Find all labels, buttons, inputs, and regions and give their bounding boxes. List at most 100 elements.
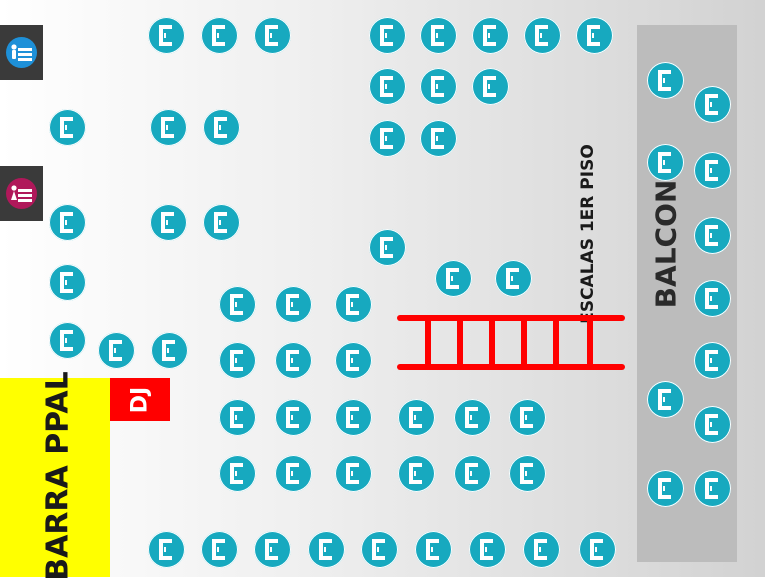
- table-seat[interactable]: [219, 399, 256, 436]
- table-c-icon: [520, 407, 533, 428]
- table-seat[interactable]: [219, 342, 256, 379]
- table-seat[interactable]: [647, 62, 684, 99]
- table-seat[interactable]: [647, 144, 684, 181]
- table-seat[interactable]: [694, 470, 731, 507]
- dj-booth: [110, 378, 170, 421]
- table-seat[interactable]: [49, 322, 86, 359]
- table-seat[interactable]: [694, 280, 731, 317]
- table-seat[interactable]: [203, 109, 240, 146]
- table-c-icon: [109, 340, 122, 361]
- table-c-icon: [286, 463, 299, 484]
- table-seat[interactable]: [472, 68, 509, 105]
- table-seat[interactable]: [694, 217, 731, 254]
- table-seat[interactable]: [694, 406, 731, 443]
- table-c-icon: [520, 463, 533, 484]
- table-c-icon: [431, 76, 444, 97]
- table-c-icon: [705, 478, 718, 499]
- table-seat[interactable]: [576, 17, 613, 54]
- table-seat[interactable]: [647, 470, 684, 507]
- table-c-icon: [372, 539, 385, 560]
- table-seat[interactable]: [694, 86, 731, 123]
- table-c-icon: [60, 272, 73, 293]
- table-c-icon: [212, 539, 225, 560]
- table-seat[interactable]: [369, 68, 406, 105]
- table-seat[interactable]: [148, 17, 185, 54]
- table-c-icon: [535, 25, 548, 46]
- table-seat[interactable]: [219, 286, 256, 323]
- table-c-icon: [60, 212, 73, 233]
- restroom-men[interactable]: [0, 25, 43, 80]
- table-c-icon: [534, 539, 547, 560]
- table-seat[interactable]: [524, 17, 561, 54]
- table-c-icon: [587, 25, 600, 46]
- table-c-icon: [431, 128, 444, 149]
- table-seat[interactable]: [203, 204, 240, 241]
- table-seat[interactable]: [495, 260, 532, 297]
- table-seat[interactable]: [509, 399, 546, 436]
- table-c-icon: [230, 350, 243, 371]
- table-seat[interactable]: [694, 152, 731, 189]
- table-seat[interactable]: [398, 399, 435, 436]
- table-c-icon: [214, 117, 227, 138]
- table-seat[interactable]: [308, 531, 345, 568]
- table-c-icon: [265, 539, 278, 560]
- table-c-icon: [380, 76, 393, 97]
- table-seat[interactable]: [275, 342, 312, 379]
- table-seat[interactable]: [469, 531, 506, 568]
- table-seat[interactable]: [523, 531, 560, 568]
- table-c-icon: [480, 539, 493, 560]
- table-seat[interactable]: [454, 455, 491, 492]
- table-seat[interactable]: [472, 17, 509, 54]
- table-c-icon: [286, 294, 299, 315]
- table-seat[interactable]: [579, 531, 616, 568]
- table-seat[interactable]: [49, 204, 86, 241]
- table-seat[interactable]: [254, 531, 291, 568]
- table-seat[interactable]: [420, 120, 457, 157]
- table-seat[interactable]: [335, 399, 372, 436]
- table-seat[interactable]: [369, 17, 406, 54]
- table-seat[interactable]: [369, 229, 406, 266]
- table-seat[interactable]: [335, 342, 372, 379]
- table-seat[interactable]: [151, 332, 188, 369]
- table-seat[interactable]: [454, 399, 491, 436]
- table-seat[interactable]: [275, 286, 312, 323]
- table-seat[interactable]: [201, 531, 238, 568]
- table-seat[interactable]: [98, 332, 135, 369]
- table-seat[interactable]: [49, 264, 86, 301]
- table-seat[interactable]: [275, 399, 312, 436]
- table-c-icon: [230, 407, 243, 428]
- table-seat[interactable]: [49, 109, 86, 146]
- table-seat[interactable]: [219, 455, 256, 492]
- table-seat[interactable]: [420, 17, 457, 54]
- table-seat[interactable]: [647, 381, 684, 418]
- table-seat[interactable]: [694, 342, 731, 379]
- table-c-icon: [426, 539, 439, 560]
- table-c-icon: [159, 25, 172, 46]
- table-c-icon: [346, 294, 359, 315]
- table-seat[interactable]: [415, 531, 452, 568]
- table-seat[interactable]: [335, 455, 372, 492]
- table-seat[interactable]: [398, 455, 435, 492]
- table-seat[interactable]: [361, 531, 398, 568]
- restroom-women[interactable]: [0, 166, 43, 221]
- table-seat[interactable]: [335, 286, 372, 323]
- table-seat[interactable]: [254, 17, 291, 54]
- table-c-icon: [161, 212, 174, 233]
- table-c-icon: [346, 407, 359, 428]
- table-c-icon: [431, 25, 444, 46]
- table-c-icon: [162, 340, 175, 361]
- table-seat[interactable]: [509, 455, 546, 492]
- table-seat[interactable]: [275, 455, 312, 492]
- table-seat[interactable]: [148, 531, 185, 568]
- table-seat[interactable]: [420, 68, 457, 105]
- table-seat[interactable]: [435, 260, 472, 297]
- table-c-icon: [380, 128, 393, 149]
- table-c-icon: [319, 539, 332, 560]
- table-c-icon: [483, 76, 496, 97]
- table-c-icon: [483, 25, 496, 46]
- table-seat[interactable]: [201, 17, 238, 54]
- table-seat[interactable]: [369, 120, 406, 157]
- table-c-icon: [212, 25, 225, 46]
- table-seat[interactable]: [150, 109, 187, 146]
- table-seat[interactable]: [150, 204, 187, 241]
